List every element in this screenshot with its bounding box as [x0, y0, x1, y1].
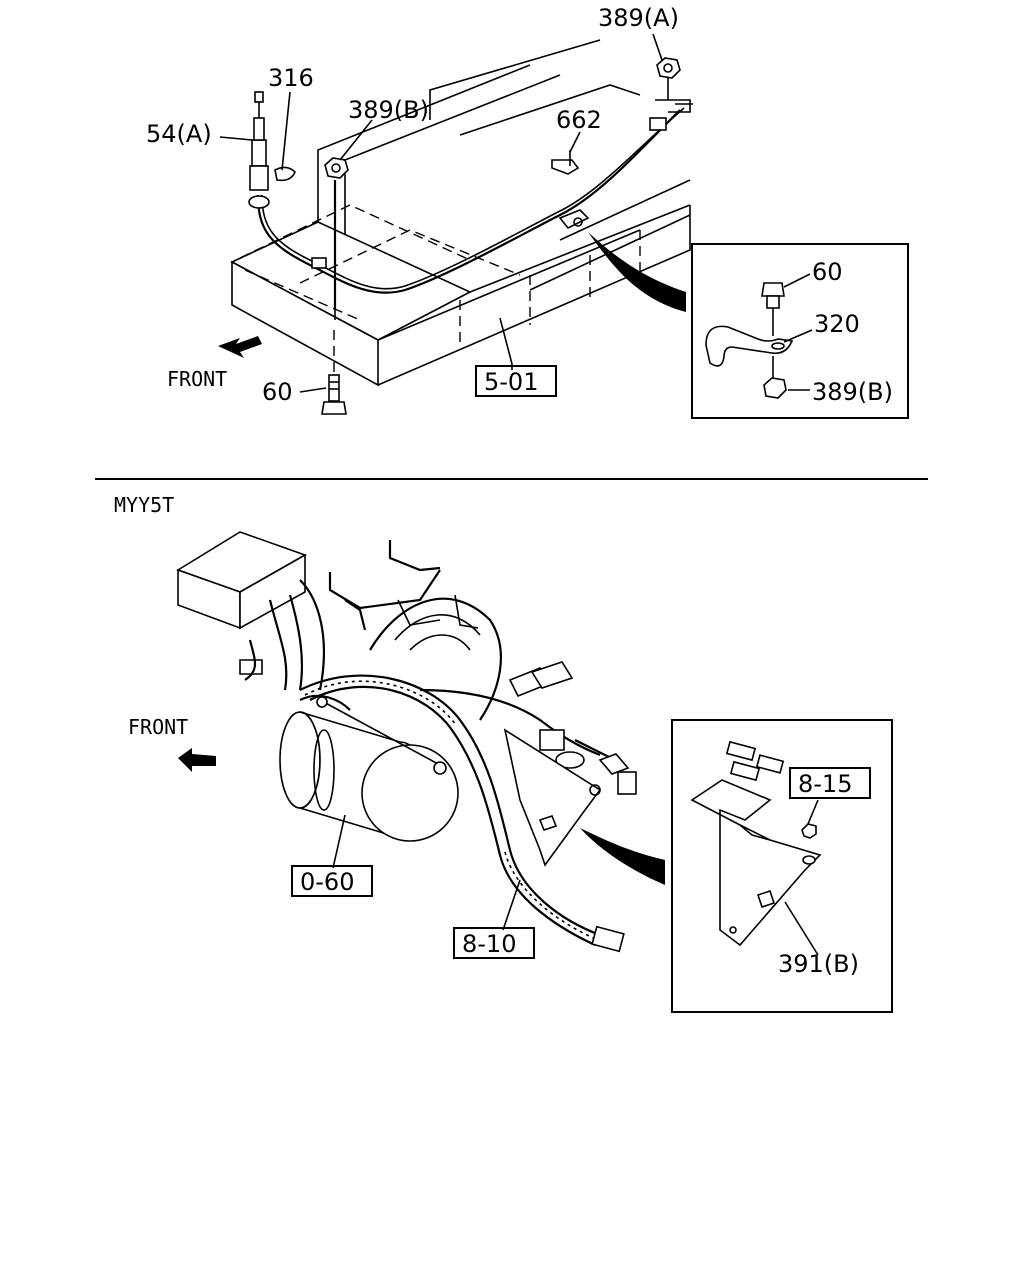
- nut-389a-icon: [656, 57, 681, 79]
- ref-810: 8-10: [462, 930, 516, 958]
- detail-pointer: [588, 232, 686, 312]
- detail-callout-320: 320: [814, 310, 860, 338]
- transmission-assembly: [176, 531, 637, 953]
- leader-lines-bottom: [332, 814, 521, 931]
- detail-box-top: [691, 243, 909, 419]
- ref-501: 5-01: [484, 368, 538, 396]
- frame-rail-assembly: [230, 39, 691, 387]
- front-label-top: FRONT: [167, 367, 227, 391]
- ref-815: 8-15: [798, 770, 852, 798]
- ref-060: 0-60: [300, 868, 354, 896]
- ref-box-810: [453, 927, 535, 959]
- ref-box-060: [291, 865, 373, 897]
- callout-662: 662: [556, 106, 602, 134]
- ref-box-501: [475, 365, 557, 397]
- bolt-60-icon: [321, 330, 347, 415]
- callout-60-bottom: 60: [262, 378, 293, 406]
- callout-389b: 389(B): [348, 96, 429, 124]
- detail-callout-391b: 391(B): [778, 950, 859, 978]
- detail-pointer-bottom: [580, 828, 665, 885]
- front-label-bottom: FRONT: [128, 715, 188, 739]
- ref-box-815: [789, 767, 871, 799]
- detail-callout-389b: 389(B): [812, 378, 893, 406]
- front-arrow-bottom-icon: [178, 748, 216, 772]
- model-code: MYY5T: [114, 493, 174, 517]
- callout-389a: 389(A): [598, 4, 679, 32]
- callout-54a: 54(A): [146, 120, 212, 148]
- nut-389b-icon: [324, 157, 349, 320]
- callout-316: 316: [268, 64, 314, 92]
- detail-box-bottom: [671, 719, 893, 1013]
- front-arrow-icon: [218, 336, 262, 358]
- leader-lines-top: [219, 33, 663, 393]
- detail-callout-60: 60: [812, 258, 843, 286]
- meter-cable: [248, 78, 693, 294]
